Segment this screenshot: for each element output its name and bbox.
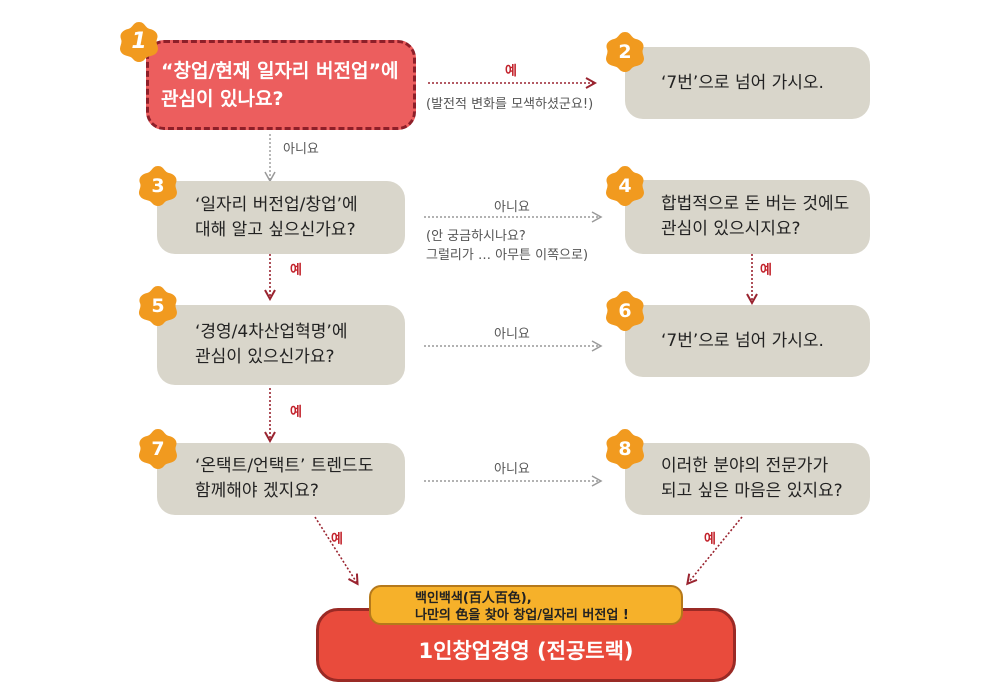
- arrow-q8-result: [688, 516, 743, 583]
- question-box-8: 이러한 분야의 전문가가 되고 싶은 마음은 있지요?: [625, 443, 870, 515]
- step-number-2: 2: [618, 41, 632, 63]
- step-number-7: 7: [151, 438, 165, 460]
- label-no-5-6: 아니요: [494, 327, 530, 342]
- question-text-2: ‘7번’으로 넘어 가시오.: [661, 72, 824, 93]
- flower-badge-icon: [606, 32, 644, 72]
- question-text-7: ‘온택트/언택트’ 트렌드도 함께해야 겠지요?: [195, 456, 374, 501]
- question-text-5: ‘경영/4차산업혁명’에 관심이 있으신가요?: [195, 322, 348, 367]
- label-no-1-3: 아니요: [283, 142, 319, 157]
- flower-badge-icon: [139, 286, 177, 326]
- question-text-3: ‘일자리 버전업/창업’에 대해 알고 싶으신가요?: [195, 194, 358, 240]
- arrow-q7-result: [314, 516, 357, 583]
- question-box-4: 합법적으로 돈 버는 것에도 관심이 있으시지요?: [625, 180, 870, 254]
- label-no-7-8: 아니요: [494, 462, 530, 477]
- label-yes-5-7: 예: [290, 405, 302, 420]
- label-no-3-4: 아니요: [494, 200, 530, 215]
- step-number-1: 1: [131, 29, 147, 54]
- question-text-1: “창업/현재 일자리 버전업”에 관심이 있나요?: [161, 60, 399, 110]
- flower-badge-icon: [139, 429, 177, 469]
- question-box-7: ‘온택트/언택트’ 트렌드도 함께해야 겠지요?: [157, 443, 405, 515]
- question-box-6: ‘7번’으로 넘어 가시오.: [625, 305, 870, 377]
- question-box-1: “창업/현재 일자리 버전업”에 관심이 있나요?: [146, 40, 416, 130]
- step-number-6: 6: [618, 300, 632, 322]
- slogan-banner: 백인백색(百人百色), 나만의 色을 찾아 창업/일자리 버전업 !: [369, 585, 683, 625]
- question-text-4: 합법적으로 돈 버는 것에도 관심이 있으시지요?: [661, 194, 850, 239]
- flower-badge-icon: [120, 22, 158, 62]
- step-badge-2: 2: [603, 30, 647, 74]
- step-badge-7: 7: [136, 427, 180, 471]
- label-yes-4-6: 예: [760, 263, 772, 278]
- question-box-5: ‘경영/4차산업혁명’에 관심이 있으신가요?: [157, 305, 405, 385]
- question-box-3: ‘일자리 버전업/창업’에 대해 알고 싶으신가요?: [157, 181, 405, 254]
- label-yes-1-2: 예: [505, 64, 517, 79]
- step-badge-6: 6: [603, 289, 647, 333]
- step-badge-3: 3: [136, 164, 180, 208]
- step-badge-4: 4: [603, 164, 647, 208]
- label-yes-8-result: 예: [704, 532, 716, 547]
- label-note-1-2: (발전적 변화를 모색하셨군요!): [426, 97, 594, 112]
- step-badge-8: 8: [603, 427, 647, 471]
- label-yes-7-result: 예: [331, 532, 343, 547]
- flower-badge-icon: [606, 291, 644, 331]
- step-number-4: 4: [618, 175, 632, 197]
- flower-badge-icon: [139, 166, 177, 206]
- label-yes-3-5: 예: [290, 263, 302, 278]
- flower-badge-icon: [606, 429, 644, 469]
- question-text-8: 이러한 분야의 전문가가 되고 싶은 마음은 있지요?: [661, 456, 843, 501]
- question-text-6: ‘7번’으로 넘어 가시오.: [661, 330, 824, 351]
- flower-badge-icon: [606, 166, 644, 206]
- question-box-2: ‘7번’으로 넘어 가시오.: [625, 47, 870, 119]
- label-note-3-4: (안 궁금하시나요? 그럴리가 … 아무튼 이쪽으로): [426, 229, 589, 263]
- result-text: 1인창업경영 (전공트랙): [418, 639, 634, 663]
- step-number-3: 3: [151, 175, 165, 197]
- step-number-8: 8: [618, 438, 632, 460]
- step-number-5: 5: [151, 295, 165, 317]
- step-badge-1: 1: [117, 20, 161, 64]
- step-badge-5: 5: [136, 284, 180, 328]
